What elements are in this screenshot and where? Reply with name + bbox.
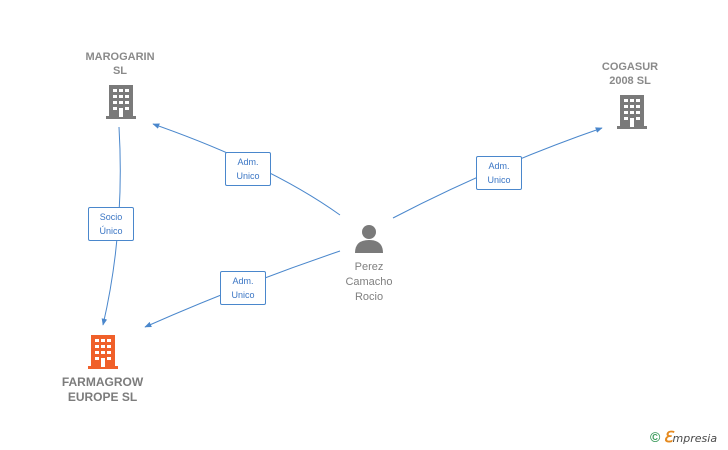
farmagrow-label: FARMAGROW EUROPE SL xyxy=(61,375,144,404)
edge-label-person-marogarin: Adm. Unico xyxy=(225,152,271,186)
building-icon[interactable] xyxy=(88,335,118,369)
edge-label-marogarin-farmagrow: Socio Único xyxy=(88,207,134,241)
empresia-logo: © ℇmpresia xyxy=(650,428,717,446)
person-label: Perez Camacho Rocio xyxy=(345,261,393,303)
brand-name: mpresia xyxy=(672,431,718,445)
marogarin-label: MAROGARIN SL xyxy=(85,51,155,77)
building-icon[interactable] xyxy=(617,95,647,129)
brand-initial: ℇ xyxy=(663,427,673,446)
building-icon[interactable] xyxy=(106,85,136,119)
copyright-symbol: © xyxy=(650,429,661,445)
person-icon[interactable] xyxy=(354,223,384,253)
cogasur-label: COGASUR 2008 SL xyxy=(601,61,659,87)
edge-label-person-farmagrow: Adm. Unico xyxy=(220,271,266,305)
edge-label-person-cogasur: Adm. Unico xyxy=(476,156,522,190)
